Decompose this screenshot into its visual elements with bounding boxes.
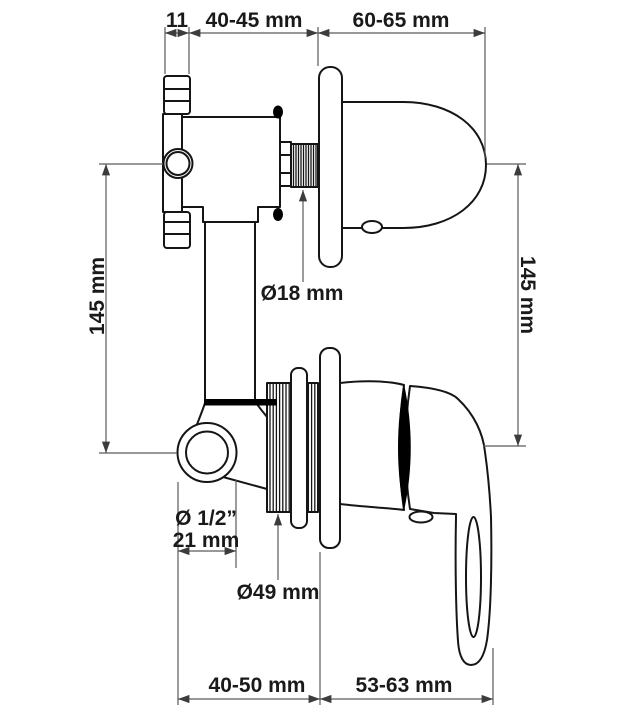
dim-label-left-height: 145 mm bbox=[86, 257, 109, 335]
dimension-lines bbox=[99, 27, 526, 705]
dim-label-inlet-diameter-mm: 21 mm bbox=[173, 529, 240, 552]
valve-screw-inner bbox=[165, 151, 191, 176]
hose-barb-top bbox=[163, 75, 191, 115]
hose-barb-bottom bbox=[163, 211, 191, 249]
upper-valve-body bbox=[162, 75, 319, 249]
o-ring-bottom bbox=[273, 208, 283, 221]
flange-washer bbox=[319, 347, 341, 549]
dim-label-knob-offset: 11 bbox=[166, 9, 189, 32]
dim-label-inlet-diameter-inch: Ø 1/2” bbox=[175, 507, 237, 530]
dim-label-thread-diameter: Ø18 mm bbox=[261, 282, 344, 305]
upper-thread-hatching bbox=[292, 143, 317, 188]
dim-label-lower-front-depth: 53-63 mm bbox=[356, 674, 453, 697]
valve-screw-outer bbox=[162, 148, 194, 179]
thread-collar bbox=[279, 141, 292, 187]
inlet-port-inner bbox=[185, 430, 229, 475]
dim-label-body-diameter: Ø49 mm bbox=[237, 581, 320, 604]
hose-barb-bottom-ribs bbox=[163, 221, 191, 235]
wall-escutcheon bbox=[318, 66, 343, 268]
cartridge-body bbox=[339, 380, 405, 511]
escutcheon-and-knob bbox=[318, 66, 487, 268]
locknut bbox=[290, 367, 308, 529]
handle-cutout bbox=[465, 516, 482, 638]
dim-label-upper-front-depth: 60-65 mm bbox=[353, 9, 450, 32]
knob-button-oval bbox=[361, 220, 383, 234]
dim-label-right-height: 145 mm bbox=[516, 256, 539, 334]
o-ring-top bbox=[273, 105, 283, 119]
valve-body-outline bbox=[181, 116, 281, 223]
thread-collar-steps bbox=[279, 154, 292, 174]
bottom-extension-lines bbox=[177, 480, 494, 705]
dim-label-upper-wall-depth: 40-45 mm bbox=[206, 9, 303, 32]
pipe-joint-band bbox=[204, 399, 277, 406]
dim-label-lower-wall-depth: 40-50 mm bbox=[209, 674, 306, 697]
dimension-labels: 11 40-45 mm 60-65 mm 145 mm 145 mm Ø18 m… bbox=[86, 9, 539, 697]
o-ring-crescent bbox=[398, 384, 411, 511]
lever-handle bbox=[404, 385, 493, 666]
hose-barb-top-ribs bbox=[163, 88, 191, 102]
top-extension-lines bbox=[164, 27, 486, 158]
lower-mixer-valve bbox=[176, 347, 493, 666]
dome-knob bbox=[341, 101, 487, 229]
riser-pipe bbox=[204, 221, 256, 401]
handle-button-oval bbox=[408, 510, 434, 524]
